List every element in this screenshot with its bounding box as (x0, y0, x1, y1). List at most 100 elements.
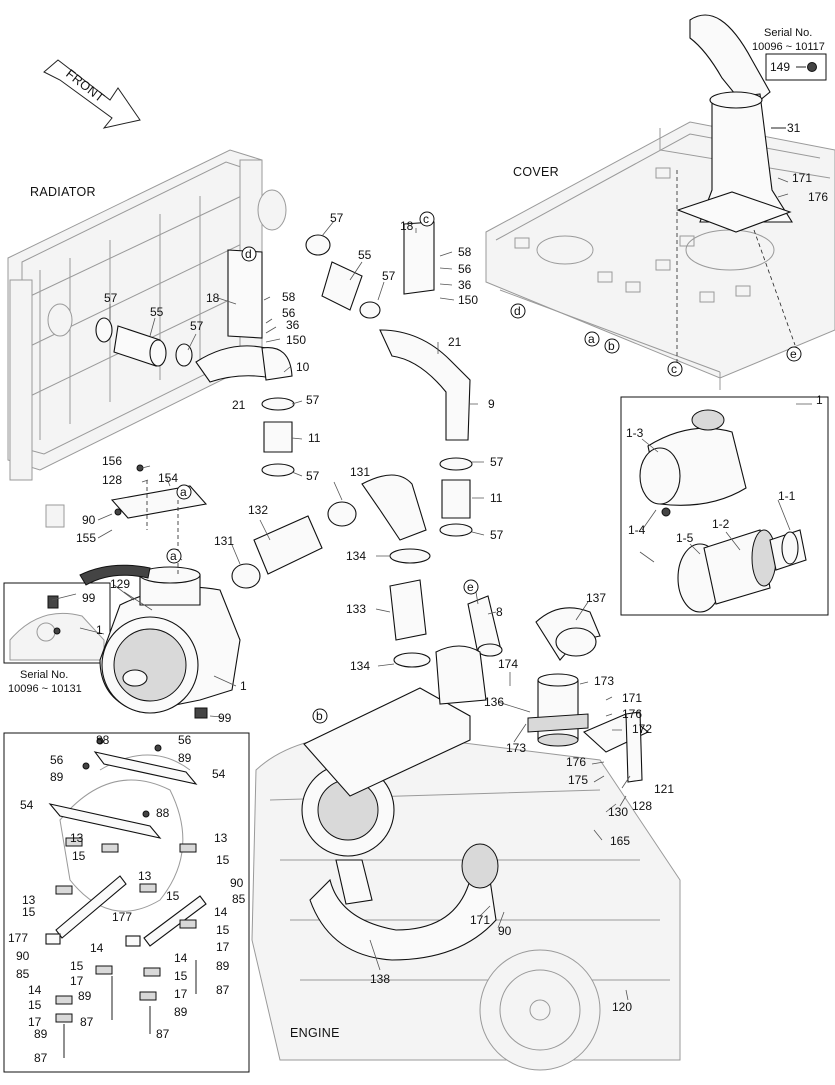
label-9: 9 (488, 397, 495, 411)
svg-text:a: a (588, 332, 595, 346)
label-131-a: 131 (350, 465, 370, 479)
serial-title-left-inset: Serial No. (20, 669, 68, 681)
label-87-d: 87 (34, 1051, 48, 1065)
label-121: 121 (654, 782, 674, 796)
label-177-a: 177 (112, 910, 132, 924)
svg-text:e: e (467, 580, 474, 594)
label-1-3: 1-3 (626, 426, 644, 440)
engine-ghost-outline (251, 645, 681, 1071)
serial-range-top-right: 10096 ~ 10117 (752, 41, 825, 53)
label-17-d: 17 (28, 1015, 42, 1029)
label-17-a: 17 (216, 940, 230, 954)
radiator-label: RADIATOR (30, 185, 96, 199)
ref-circle-a-lower: a (166, 548, 182, 564)
label-1-2: 1-2 (712, 517, 730, 531)
svg-text:b: b (316, 709, 323, 723)
label-173-b: 173 (506, 741, 526, 755)
front-label: FRONT (63, 67, 107, 105)
label-90-b: 90 (498, 924, 512, 938)
leader-lines (51, 177, 812, 1001)
label-156: 156 (102, 454, 122, 468)
label-130: 130 (608, 805, 628, 819)
label-13-b: 13 (214, 831, 228, 845)
ref-circle-a-upper: a (176, 484, 192, 500)
svg-text:c: c (423, 212, 429, 226)
bracket-172 (582, 711, 650, 783)
label-57-d: 57 (190, 319, 204, 333)
label-21-a: 21 (448, 335, 462, 349)
ref-circle-c-bracket: c (419, 211, 435, 227)
ref-circle-a-cover: a (584, 331, 600, 347)
ref-circle-d-bracket: d (241, 246, 257, 262)
svg-text:c: c (671, 362, 677, 376)
label-90-d: 90 (16, 949, 30, 963)
label-1-4: 1-4 (628, 523, 646, 537)
label-134-b: 134 (350, 659, 370, 673)
label-15-g: 15 (174, 969, 188, 983)
label-89-f: 89 (34, 1027, 48, 1041)
label-132: 132 (248, 503, 268, 517)
label-128-a: 128 (102, 473, 122, 487)
bolt-icon-149 (796, 62, 817, 72)
label-87-b: 87 (80, 1015, 94, 1029)
ref-circle-c-cover: c (667, 361, 683, 377)
label-129: 129 (110, 577, 130, 591)
serial-title-top-right: Serial No. (764, 27, 812, 39)
svg-text:a: a (170, 549, 177, 563)
label-1-main: 1 (240, 679, 247, 693)
label-15-d: 15 (22, 905, 36, 919)
label-172: 172 (632, 722, 652, 736)
inset-air-cleaner-detail (9, 595, 105, 661)
elbow-part-137 (535, 607, 601, 661)
label-131-b: 131 (214, 534, 234, 548)
label-55-a: 55 (358, 248, 372, 262)
label-8: 8 (496, 605, 503, 619)
front-direction-arrow: FRONT (43, 59, 141, 129)
label-36-a: 36 (458, 278, 472, 292)
label-176-a: 176 (622, 707, 642, 721)
label-89-b: 89 (50, 770, 64, 784)
label-15-b: 15 (216, 853, 230, 867)
label-155: 155 (76, 531, 96, 545)
label-18-a: 18 (400, 219, 414, 233)
svg-text:e: e (790, 347, 797, 361)
label-171-top: 171 (792, 171, 812, 185)
svg-text:a: a (180, 485, 187, 499)
label-171-b: 171 (470, 913, 490, 927)
label-57-h: 57 (490, 528, 504, 542)
label-57-g: 57 (490, 455, 504, 469)
label-55-b: 55 (150, 305, 164, 319)
mount-detail-box (3, 732, 250, 1073)
label-176-b: 176 (566, 755, 586, 769)
label-57-e: 57 (306, 393, 320, 407)
ref-circle-e-elbow: e (463, 579, 479, 595)
label-14-a: 14 (214, 905, 228, 919)
elbow-part-8 (467, 595, 503, 657)
label-138: 138 (370, 972, 390, 986)
label-1-detail: 1 (816, 393, 823, 407)
label-36-b: 36 (286, 318, 300, 332)
label-177-b: 177 (8, 931, 28, 945)
label-150-a: 150 (458, 293, 478, 307)
label-57-b: 57 (382, 269, 396, 283)
label-89-c: 89 (216, 959, 230, 973)
ref-circle-e-cover: e (786, 346, 802, 362)
label-21-b: 21 (232, 398, 246, 412)
label-89-a: 89 (178, 751, 192, 765)
svg-text:d: d (514, 304, 521, 318)
label-133: 133 (346, 602, 366, 616)
label-13-d: 13 (22, 893, 36, 907)
label-1-inset: 1 (96, 623, 103, 637)
label-57-a: 57 (330, 211, 344, 225)
label-57-c: 57 (104, 291, 118, 305)
label-90-c: 90 (230, 876, 244, 890)
label-15-c: 15 (166, 889, 180, 903)
exhaust-stack-part-31 (676, 14, 793, 233)
label-14-c: 14 (174, 951, 188, 965)
label-176-top: 176 (808, 190, 828, 204)
label-128-b: 128 (632, 799, 652, 813)
part-number-labels: 149 31 171 176 57 18 58 55 56 57 36 150 … (8, 60, 828, 1065)
label-175: 175 (568, 773, 588, 787)
label-17-b: 17 (70, 974, 84, 988)
